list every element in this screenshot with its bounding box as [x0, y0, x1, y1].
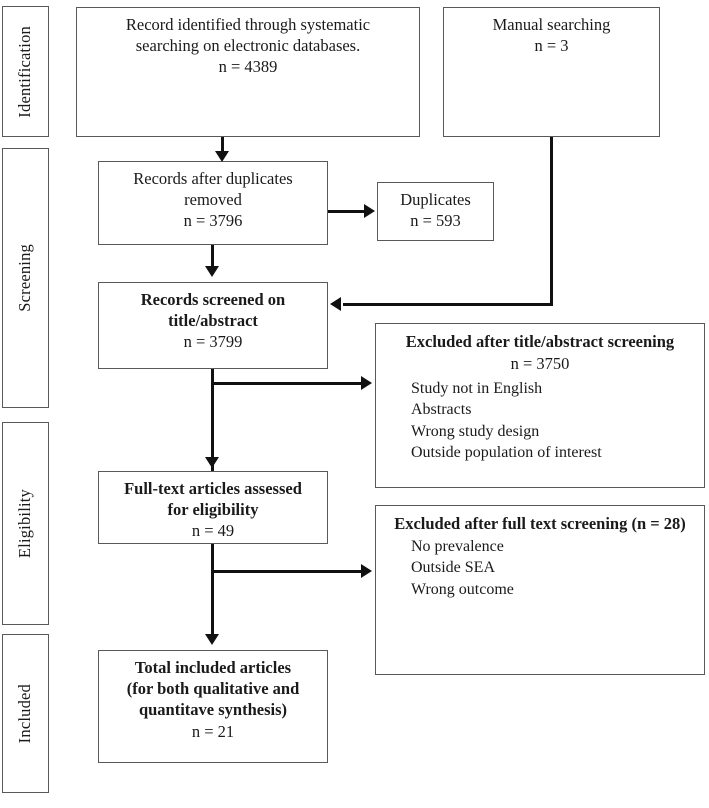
records-after-duplicates-count: n = 3796: [183, 211, 243, 230]
stage-label-included: Included: [15, 683, 35, 744]
records-after-duplicates-line2: removed: [184, 190, 242, 209]
connector-dedup-to-screened-arrow: [205, 266, 219, 277]
total-included-count: n = 21: [191, 722, 235, 741]
full-text-assessed-count: n = 49: [191, 521, 235, 540]
box-records-screened: Records screened on title/abstract n = 3…: [98, 282, 328, 369]
stage-band-screening: Screening: [2, 148, 49, 408]
connector-identified-to-dedup-arrow: [215, 151, 229, 162]
list-item: Wrong outcome: [411, 580, 514, 598]
list-item: Outside population of interest: [411, 443, 602, 461]
total-included-line2: (for both qualitative and: [126, 679, 300, 698]
box-records-identified: Record identified through systematic sea…: [76, 7, 420, 137]
total-included-line1: Total included articles: [134, 658, 292, 677]
connector-fulltext-to-included-arrow: [205, 634, 219, 645]
records-screened-count: n = 3799: [183, 332, 243, 351]
manual-searching-count: n = 3: [534, 36, 569, 55]
connector-screened-to-excluded-horizontal: [211, 382, 363, 385]
box-full-text-assessed: Full-text articles assessed for eligibil…: [98, 471, 328, 544]
records-identified-line1: Record identified through systematic: [125, 15, 371, 34]
records-identified-line2: searching on electronic databases.: [135, 36, 361, 55]
manual-searching-line1: Manual searching: [492, 15, 611, 34]
full-text-assessed-line1: Full-text articles assessed: [124, 479, 302, 498]
full-text-assessed-line2: for eligibility: [167, 500, 259, 519]
connector-screened-to-fulltext-arrow: [205, 457, 219, 468]
records-identified-count: n = 4389: [218, 57, 278, 76]
box-excluded-full-text: Excluded after full text screening (n = …: [375, 505, 705, 675]
connector-fulltext-to-excluded-arrow: [361, 564, 372, 578]
total-included-line3: quantitave synthesis): [138, 700, 288, 719]
box-records-after-duplicates: Records after duplicates removed n = 379…: [98, 161, 328, 245]
excluded-title-abstract-count: n = 3750: [510, 354, 570, 373]
connector-screened-to-excluded-stem: [211, 369, 214, 471]
connector-screened-to-excluded-arrow: [361, 376, 372, 390]
box-duplicates: Duplicates n = 593: [377, 182, 494, 241]
list-item: Outside SEA: [411, 559, 495, 577]
excluded-title-abstract-heading: Excluded after title/abstract screening: [405, 332, 675, 351]
stage-label-eligibility: Eligibility: [15, 488, 35, 559]
records-screened-line1: Records screened on: [140, 290, 286, 309]
connector-identified-to-dedup-line: [221, 137, 224, 153]
stage-label-identification: Identification: [15, 25, 35, 118]
connector-fulltext-to-excluded-horizontal: [211, 570, 363, 573]
box-excluded-title-abstract: Excluded after title/abstract screening …: [375, 323, 705, 488]
duplicates-count: n = 593: [410, 211, 461, 230]
connector-fulltext-to-included-stem: [211, 544, 214, 636]
stage-band-included: Included: [2, 634, 49, 793]
excluded-full-text-heading: Excluded after full text screening (n = …: [394, 514, 686, 533]
list-item: Study not in English: [411, 380, 543, 397]
connector-dedup-to-duplicates-arrow: [364, 204, 375, 218]
stage-band-identification: Identification: [2, 6, 49, 137]
records-after-duplicates-line1: Records after duplicates: [133, 169, 293, 188]
list-item: Wrong study design: [411, 422, 540, 440]
box-total-included: Total included articles (for both qualit…: [98, 650, 328, 763]
stage-band-eligibility: Eligibility: [2, 422, 49, 625]
records-screened-line2: title/abstract: [168, 311, 258, 330]
stage-label-screening: Screening: [15, 244, 35, 312]
connector-dedup-to-screened-line: [211, 245, 214, 268]
connector-dedup-to-duplicates-line: [328, 210, 366, 213]
excluded-full-text-reasons: No prevalence Outside SEA Wrong outcome: [411, 536, 514, 600]
list-item: Abstracts: [411, 401, 472, 419]
list-item: No prevalence: [411, 538, 504, 555]
box-manual-searching: Manual searching n = 3: [443, 7, 660, 137]
connector-manual-to-screened-horizontal: [343, 303, 553, 306]
excluded-title-abstract-reasons: Study not in English Abstracts Wrong stu…: [411, 378, 602, 463]
connector-manual-to-screened-vertical: [550, 137, 553, 306]
duplicates-line1: Duplicates: [400, 190, 471, 209]
connector-manual-to-screened-arrow: [330, 297, 341, 311]
